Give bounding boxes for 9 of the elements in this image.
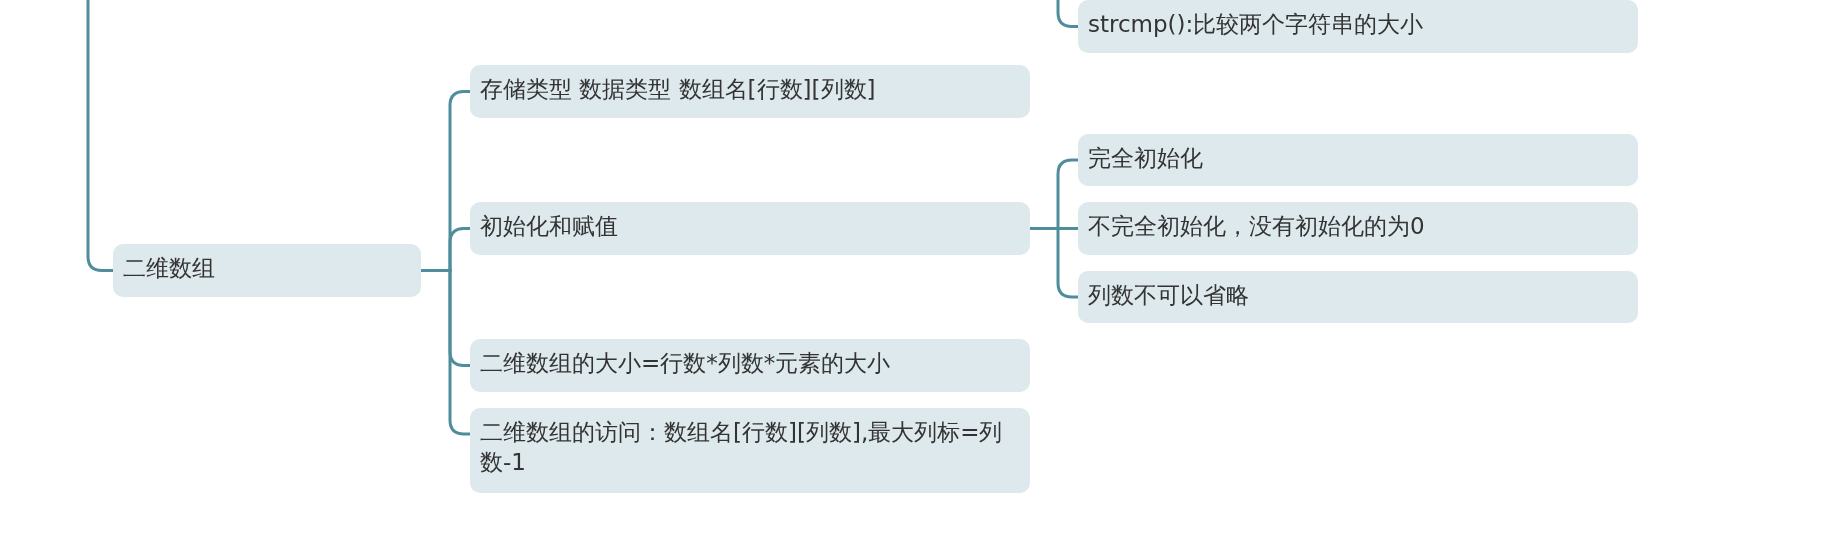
topic-box: 初始化和赋值 <box>470 202 1030 255</box>
topic-box: 二维数组的访问：数组名[行数][列数],最大列标=列数-1 <box>470 408 1030 493</box>
topic-box: 不完全初始化，没有初始化的为0 <box>1078 202 1638 255</box>
topic-box: 二维数组的大小=行数*列数*元素的大小 <box>470 339 1030 392</box>
topic-box: 二维数组 <box>113 244 421 297</box>
topic-box: 列数不可以省略 <box>1078 271 1638 323</box>
topic-box: strcmp():比较两个字符串的大小 <box>1078 0 1638 53</box>
topic-box: 完全初始化 <box>1078 134 1638 186</box>
topic-box: 存储类型 数据类型 数组名[行数][列数] <box>470 65 1030 118</box>
